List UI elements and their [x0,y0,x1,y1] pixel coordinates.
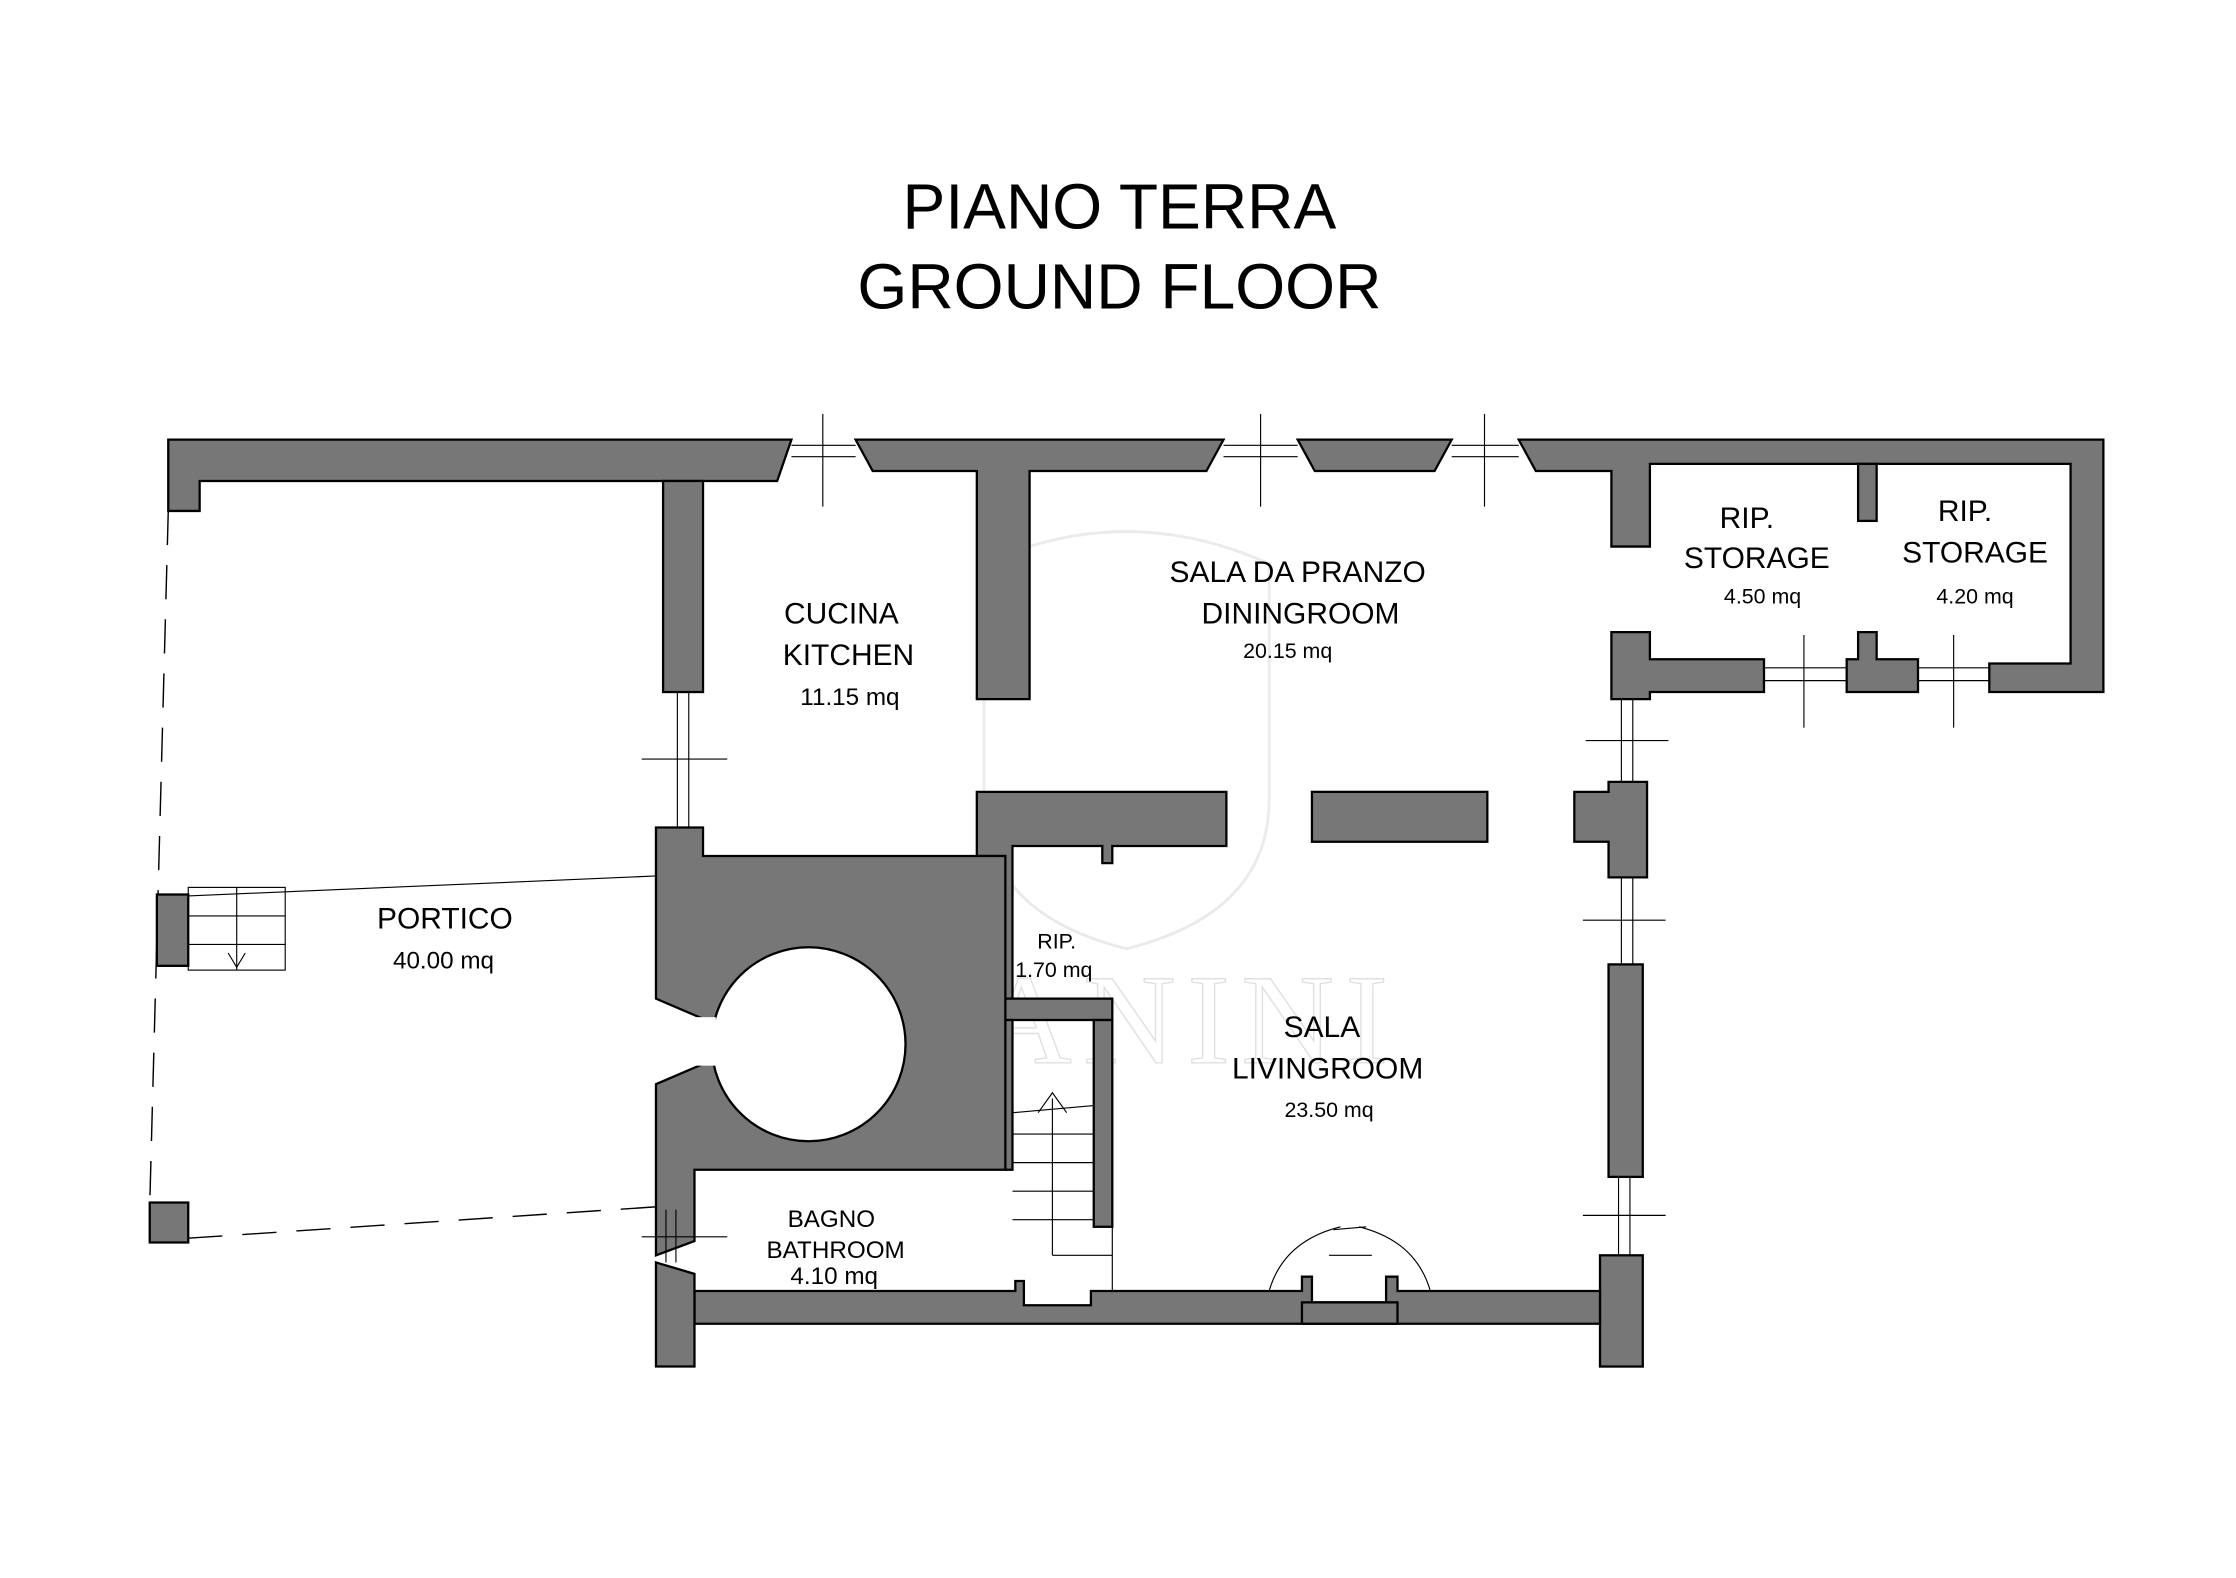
window [641,692,728,828]
room-name: KITCHEN [783,639,914,672]
room-bathroom: BAGNO BATHROOM 4.10 mq [767,1206,905,1290]
window [641,1209,728,1263]
watermark-shield-icon [982,530,1271,951]
window [1763,634,1847,728]
room-closet: RIP. 1.70 mq [1015,930,1092,983]
room-portico: PORTICO 40.00 mq [377,903,513,975]
room-name: SALA [1284,1011,1361,1044]
entrance-door [1268,1226,1431,1292]
window [1451,413,1519,507]
room-name: CUCINA [784,598,899,631]
room-name: BAGNO [788,1206,876,1233]
room-storage-1: RIP. STORAGE 4.50 mq [1684,502,1830,609]
portico-boundary [148,510,657,1244]
room-name: LIVINGROOM [1232,1052,1423,1085]
room-dining: SALA DA PRANZO DININGROOM 20.15 mq [1170,556,1426,663]
plan-title-english: GROUND FLOOR [857,250,1381,322]
window [1582,877,1666,965]
plan-title-italian: PIANO TERRA [903,171,1337,243]
room-area: 11.15 mq [800,684,899,711]
walls [167,438,2105,1368]
room-storage-2: RIP. STORAGE 4.20 mq [1902,495,2048,609]
room-name: RIP. [1720,502,1774,535]
window [1223,413,1298,507]
room-kitchen: CUCINA KITCHEN 11.15 mq [783,598,914,711]
room-name: SALA DA PRANZO [1170,556,1426,589]
arrow-up-icon [1037,1091,1068,1114]
room-area: 20.15 mq [1243,639,1332,663]
window [1582,1176,1666,1256]
pillar [148,1201,190,1244]
window [1917,634,1990,728]
pillar [155,893,190,967]
room-name: DININGROOM [1202,598,1400,631]
room-name: STORAGE [1902,536,2048,569]
room-area: 23.50 mq [1284,1098,1373,1122]
room-area: 4.10 mq [790,1263,878,1290]
room-area: 1.70 mq [1015,958,1092,982]
windows [641,413,1990,1263]
room-name: PORTICO [377,903,513,936]
room-living: SALA LIVINGROOM 23.50 mq [1232,1011,1423,1122]
interior-stairs [1012,1091,1113,1291]
room-area: 40.00 mq [393,948,494,975]
room-name: RIP. [1938,495,1992,528]
window [1585,699,1669,782]
room-area: 4.20 mq [1936,585,2013,609]
portico-stairs [187,886,286,971]
room-name: STORAGE [1684,542,1830,575]
room-area: 4.50 mq [1724,585,1801,609]
window [791,413,856,507]
arrow-down-icon [227,952,246,969]
room-name: BATHROOM [767,1237,905,1264]
room-name: RIP. [1037,930,1076,954]
